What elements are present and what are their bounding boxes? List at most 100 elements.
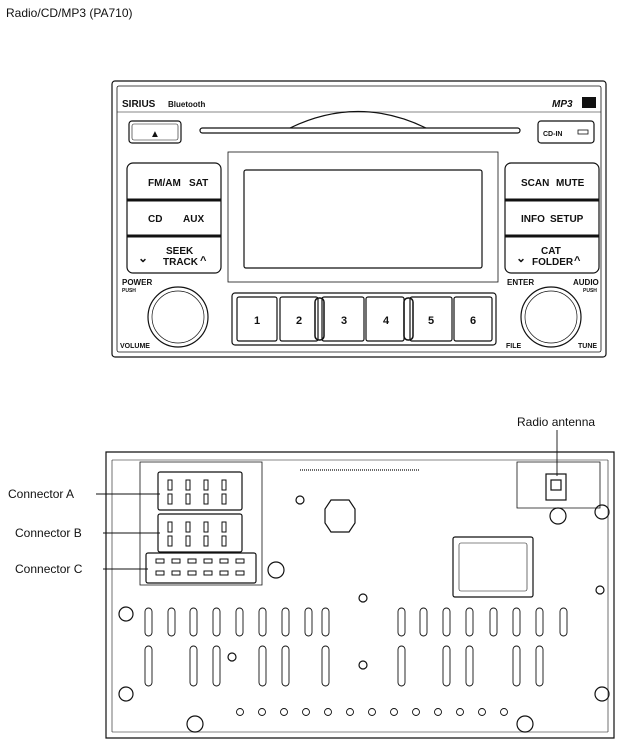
vent-hole (456, 708, 464, 716)
vent-slot (304, 607, 313, 637)
vent-slot (442, 607, 451, 637)
file-label: FILE (506, 343, 521, 350)
connector-pin (203, 570, 213, 576)
connector-pin (167, 535, 173, 547)
preset-2-button (279, 296, 319, 342)
vent-slot (559, 607, 568, 637)
preset-6-label: 6 (470, 315, 476, 327)
cat-label: CAT (541, 246, 561, 257)
connector-pin (219, 570, 229, 576)
enter-label: ENTER (507, 278, 534, 287)
audio-label: AUDIO (573, 278, 599, 287)
eject-icon: ▲ (150, 129, 160, 140)
connector-pin (203, 479, 209, 491)
vent-slot (167, 607, 176, 637)
front-panel (111, 80, 607, 358)
power-label: POWER (122, 278, 152, 287)
preset-3-button (321, 296, 365, 342)
vent-slot (397, 645, 406, 687)
seek-up-icon: ^ (200, 255, 207, 267)
connector-pin (185, 493, 191, 505)
vent-hole (500, 708, 508, 716)
disc-logo-icon (582, 97, 596, 108)
vent-slot (419, 607, 428, 637)
connector-pin (203, 535, 209, 547)
preset-6-button (453, 296, 493, 342)
vent-slot (397, 607, 406, 637)
preset-strip (231, 292, 497, 346)
preset-5-label: 5 (428, 315, 434, 327)
vent-slot (512, 607, 521, 637)
rear-panel (105, 451, 615, 739)
scan-label: SCAN (521, 178, 549, 189)
vent-hole (390, 708, 398, 716)
connector-pin (221, 493, 227, 505)
connector-pin (203, 521, 209, 533)
vent-slot (212, 607, 221, 637)
sirius-logo: SIRIUS (122, 99, 156, 110)
cd-in-label: CD-IN (543, 131, 562, 138)
antenna-jack (545, 473, 567, 501)
vent-slot (144, 645, 153, 687)
connector-pin (221, 479, 227, 491)
folder-label: FOLDER (532, 257, 574, 268)
vent-slot (465, 607, 474, 637)
vent-slot (321, 645, 330, 687)
tune-knob (520, 286, 582, 348)
preset-5-button (409, 296, 453, 342)
connector-pin (185, 535, 191, 547)
vent-slot (235, 607, 244, 637)
vent-slot (489, 607, 498, 637)
connector-pins (155, 479, 245, 576)
connector-pin (185, 479, 191, 491)
preset-4-label: 4 (383, 315, 390, 327)
vent-slot (442, 645, 451, 687)
info-label: INFO (521, 214, 545, 225)
vent-slot (535, 607, 544, 637)
vent-slot (144, 607, 153, 637)
rear-vents (144, 607, 568, 716)
volume-label: VOLUME (120, 343, 150, 350)
track-label: TRACK (163, 257, 199, 268)
mp3-logo: MP3 (552, 99, 573, 110)
connector-pin (235, 570, 245, 576)
fm-am-label: FM/AM (148, 178, 181, 189)
preset-1-label: 1 (254, 315, 260, 327)
sat-label: SAT (189, 178, 208, 189)
cd-label: CD (148, 214, 162, 225)
cd-in-indicator (537, 120, 595, 144)
connector-pin (185, 521, 191, 533)
vent-slot (535, 645, 544, 687)
setup-label: SETUP (550, 214, 584, 225)
vent-hole (412, 708, 420, 716)
connector-pin (167, 493, 173, 505)
connector-b-label: Connector B (15, 526, 82, 540)
vent-slot (281, 645, 290, 687)
vent-slot (512, 645, 521, 687)
preset-3-label: 3 (341, 315, 347, 327)
tune-label: TUNE (578, 343, 597, 350)
vent-slot (189, 607, 198, 637)
connector-pin (203, 493, 209, 505)
right-button-group (504, 162, 600, 274)
vent-hole (236, 708, 244, 716)
vent-slot (321, 607, 330, 637)
vent-slot (258, 645, 267, 687)
radio-antenna-label: Radio antenna (517, 415, 595, 429)
aux-label: AUX (183, 214, 204, 225)
connector-pin (171, 558, 181, 564)
vent-hole (368, 708, 376, 716)
left-button-group (126, 162, 222, 274)
seek-down-icon: ⌄ (138, 251, 148, 265)
seek-label: SEEK (166, 246, 194, 257)
connector-pin (167, 521, 173, 533)
display-screen (243, 169, 483, 269)
connector-pin (167, 479, 173, 491)
power-push-label: PUSH (122, 288, 136, 294)
vent-hole (434, 708, 442, 716)
volume-knob (147, 286, 209, 348)
vent-hole (346, 708, 354, 716)
connector-pin (235, 558, 245, 564)
preset-1-button (236, 296, 278, 342)
